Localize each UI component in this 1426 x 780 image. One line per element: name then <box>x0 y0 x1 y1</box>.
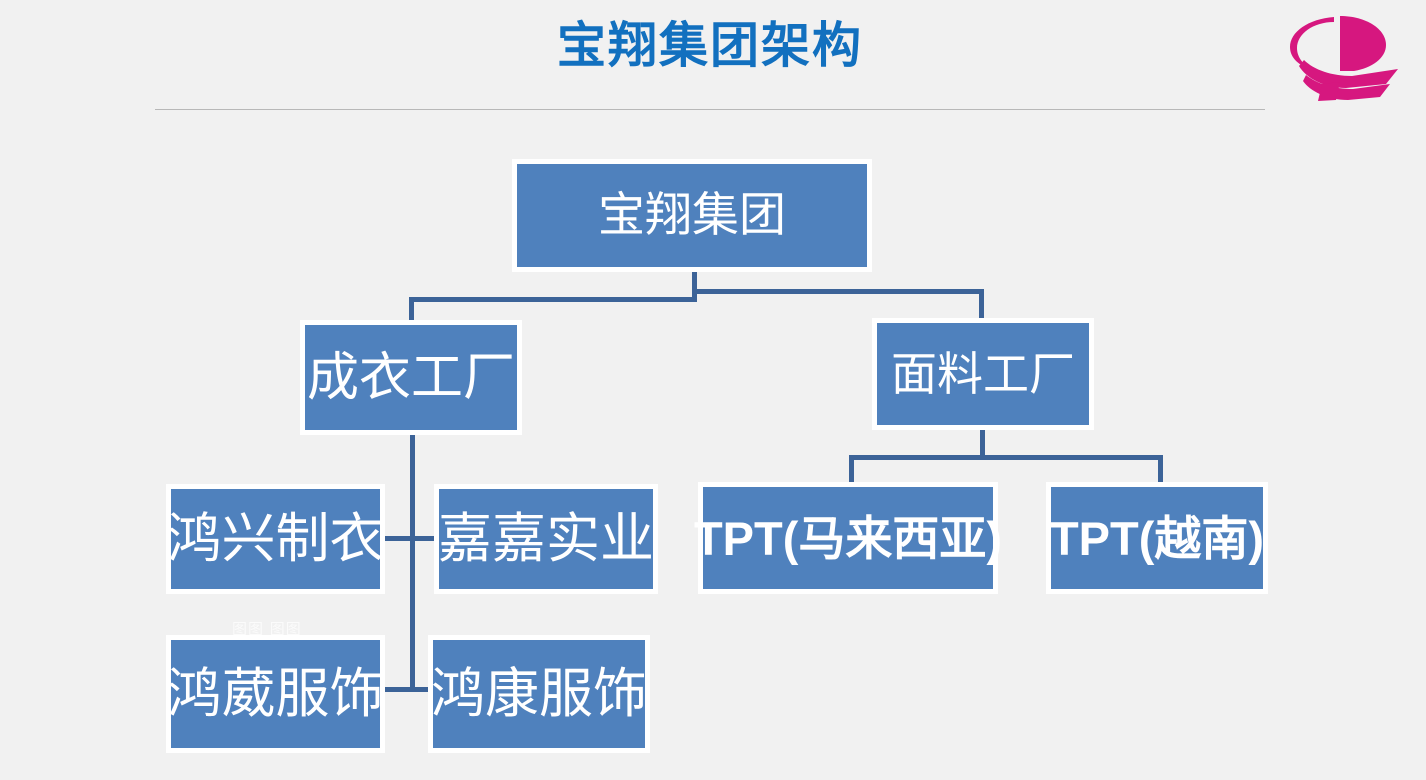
org-node-label: 鸿兴制衣 <box>167 507 384 570</box>
connector-root-to-fabric <box>692 289 984 294</box>
connector-garment-row2-right <box>410 687 437 692</box>
connector-fabric-left-drop <box>849 455 854 485</box>
watermark-artifact: 图图 图图 <box>232 620 302 638</box>
org-node-label: 鸿葳服饰 <box>167 662 384 725</box>
title-divider <box>155 109 1265 110</box>
org-node-hongkang[interactable]: 鸿康服饰 <box>428 635 650 753</box>
org-node-hongxing[interactable]: 鸿兴制衣 <box>166 484 385 594</box>
connector-fabric-drop <box>979 289 984 322</box>
connector-fabric-arm <box>849 455 1163 460</box>
org-node-label: TPT(越南) <box>1049 511 1265 565</box>
org-node-tpt-vietnam[interactable]: TPT(越南) <box>1046 482 1268 594</box>
connector-garment-row1-left <box>381 536 413 541</box>
org-node-label: 嘉嘉实业 <box>438 507 654 570</box>
org-node-garment-factory[interactable]: 成衣工厂 <box>300 320 522 435</box>
connector-fabric-right-drop <box>1158 455 1163 485</box>
connector-root-to-garment <box>409 297 697 302</box>
org-node-root[interactable]: 宝翔集团 <box>512 159 872 272</box>
org-node-label: TPT(马来西亚) <box>693 511 1003 565</box>
org-node-label: 面料工厂 <box>891 347 1075 401</box>
org-node-fabric-factory[interactable]: 面料工厂 <box>872 318 1094 430</box>
connector-garment-trunk <box>410 434 415 690</box>
connector-root-stem <box>692 272 697 302</box>
connector-garment-drop <box>409 297 414 324</box>
connector-fabric-stem <box>980 430 985 458</box>
org-node-jiajia[interactable]: 嘉嘉实业 <box>434 484 658 594</box>
org-node-hongwei[interactable]: 鸿葳服饰 <box>166 635 385 753</box>
baoxiang-group-logo-icon <box>1268 8 1404 104</box>
org-node-label: 鸿康服饰 <box>431 662 647 725</box>
org-node-label: 宝翔集团 <box>598 188 786 243</box>
page-title: 宝翔集团架构 <box>556 19 863 73</box>
connector-garment-row2-left <box>381 687 413 692</box>
org-node-label: 成衣工厂 <box>306 347 515 408</box>
org-node-tpt-malaysia[interactable]: TPT(马来西亚) <box>694 482 1002 594</box>
connector-garment-row1-right <box>410 536 440 541</box>
